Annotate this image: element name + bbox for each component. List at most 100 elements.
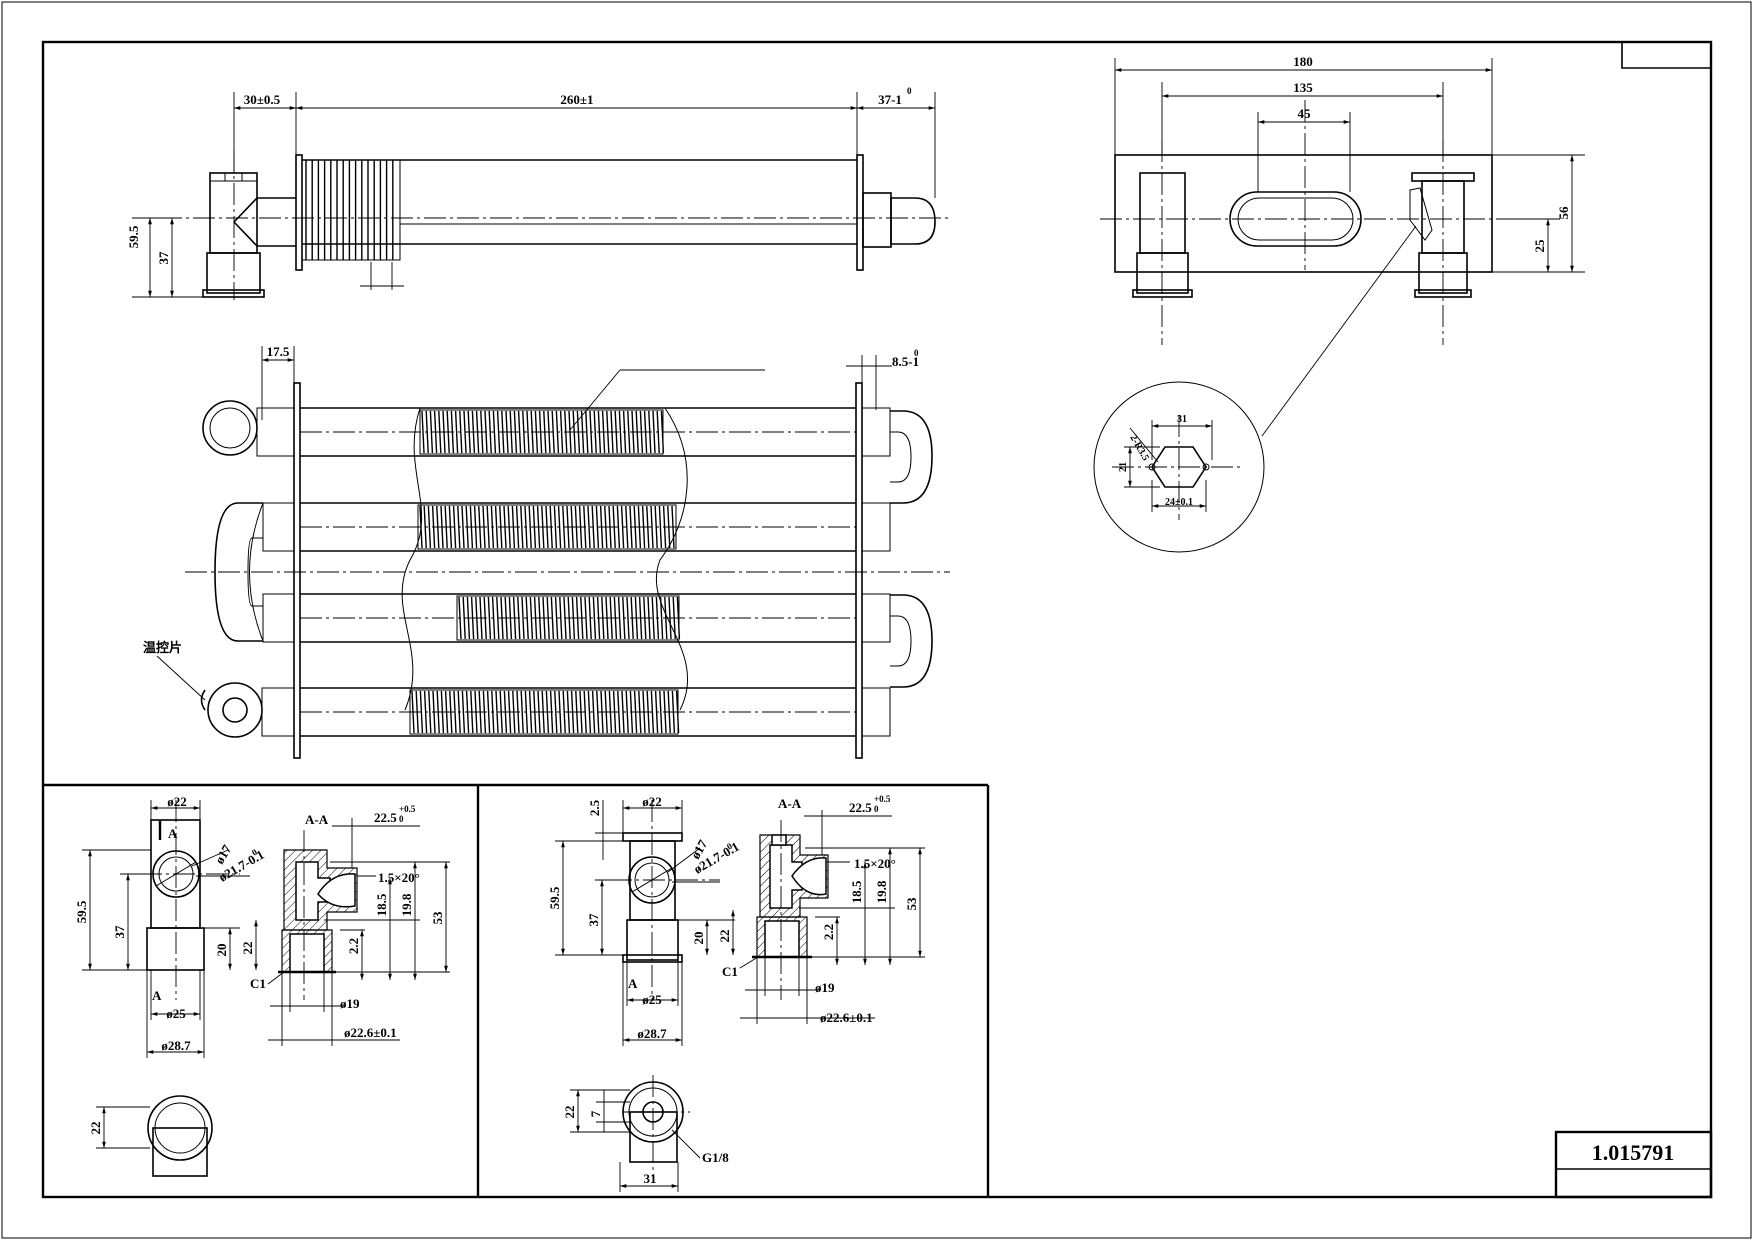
fin-line <box>528 505 532 549</box>
sl-chamfer: 1.5×20° <box>378 870 420 885</box>
sl-d21-7-tol: 0 <box>250 847 259 858</box>
fin-line <box>462 596 466 640</box>
fin-line <box>591 505 595 549</box>
fin-line <box>585 410 589 454</box>
sl-h59-5: 59.5 <box>74 900 89 923</box>
fin-line <box>429 410 434 454</box>
sl-h19-8: 19.8 <box>399 893 414 916</box>
fin-line <box>591 690 596 734</box>
fin-line <box>617 596 622 640</box>
plan-view: 温控片 17.5 8.5-1 0 <box>143 344 950 759</box>
sr-h19-8: 19.8 <box>874 880 889 903</box>
sl-d22: ø22 <box>167 794 187 809</box>
fin-line <box>486 690 491 734</box>
dim-37: 37 <box>156 251 171 265</box>
end-view: 180 135 45 56 25 <box>1100 54 1585 437</box>
sr-d22: ø22 <box>642 794 662 809</box>
fin-line <box>521 596 525 640</box>
fin-line <box>488 410 492 454</box>
sr-mark-a: A <box>628 976 638 991</box>
fin-line <box>453 690 457 734</box>
dim-56: 56 <box>1556 206 1571 220</box>
dim-37-right: 37-1 <box>878 92 902 107</box>
flange-detail: 31 21 2-R3.5 24±0.1 <box>1093 381 1265 553</box>
sr-bottom-31: 31 <box>644 1171 657 1186</box>
fin-line <box>592 596 597 640</box>
fin-line <box>626 596 630 640</box>
fin-line <box>461 505 465 549</box>
sl-d28-7: ø28.7 <box>161 1038 191 1053</box>
sl-h18-5: 18.5 <box>374 893 389 916</box>
fin-line <box>658 505 663 549</box>
fin-line <box>520 505 524 549</box>
dim-180: 180 <box>1293 54 1313 69</box>
section-right: ø22 2.5 ø17 ø21.7-0.1 0 59.5 37 20 22 A … <box>547 794 925 1192</box>
fin-line <box>526 410 530 454</box>
fin-line <box>625 505 629 549</box>
fin-line <box>525 596 529 640</box>
fin-line <box>652 410 656 454</box>
dim-30: 30±0.5 <box>244 92 281 107</box>
sl-h2-2: 2.2 <box>346 938 361 954</box>
sl-aa-label: A-A <box>305 812 329 827</box>
sr-h59-5: 59.5 <box>547 886 562 909</box>
fin-line <box>554 690 558 734</box>
fin-line <box>650 690 655 734</box>
sr-aa-label: A-A <box>778 796 802 811</box>
fin-line <box>452 505 457 549</box>
dim-45: 45 <box>1298 106 1312 121</box>
sec-mark-a-top: A <box>168 826 178 841</box>
sl-d22-5-tol-low: 0 <box>399 814 404 824</box>
sl-h22: 22 <box>240 942 255 955</box>
fin-line <box>660 410 665 454</box>
fin-line <box>559 596 563 640</box>
sr-thread: G1/8 <box>702 1150 729 1165</box>
fin-line <box>496 596 500 640</box>
fin-line <box>618 410 623 454</box>
sl-d19: ø19 <box>340 996 360 1011</box>
fin-line <box>593 410 597 454</box>
fin-line <box>620 505 625 549</box>
flange-dim-24: 24±0.1 <box>1165 497 1193 508</box>
sr-c1: C1 <box>722 964 738 979</box>
sl-h37: 37 <box>112 925 127 939</box>
fin-line <box>520 690 524 734</box>
fin-line <box>554 596 559 640</box>
fin-line <box>625 690 629 734</box>
fin-line <box>522 410 526 454</box>
tube-stub <box>861 593 891 643</box>
fin-line <box>427 505 432 549</box>
sl-h53: 53 <box>430 911 445 925</box>
sr-d22-5-tol-low: 0 <box>874 804 879 814</box>
dim-135: 135 <box>1293 80 1313 95</box>
fin-line <box>492 410 497 454</box>
sl-bottom-22: 22 <box>88 1122 103 1135</box>
tube-stub <box>861 407 891 457</box>
sr-h18-5: 18.5 <box>849 880 864 903</box>
fin-line <box>454 410 459 454</box>
fin-line <box>461 690 466 734</box>
flange-dim-21: 21 <box>1118 462 1129 472</box>
flange-dim-radius: 2-R3.5 <box>1127 433 1151 463</box>
sr-d22-5-tol: +0.5 <box>874 794 891 804</box>
fin-line <box>587 505 591 549</box>
fin-line <box>528 690 533 734</box>
fin-line <box>428 690 432 734</box>
fin-line <box>553 505 558 549</box>
dim-37-right-tol: 0 <box>907 86 912 96</box>
sl-d22-5-tol: +0.5 <box>399 804 416 814</box>
sensor-label: 温控片 <box>143 640 182 655</box>
sr-d22-5: 22.5 <box>849 800 872 815</box>
sr-d22-6: ø22.6±0.1 <box>820 1010 873 1025</box>
fin-line <box>587 690 592 734</box>
dim-260: 260±1 <box>560 92 593 107</box>
fin-line <box>419 690 424 734</box>
tube-stub <box>861 502 891 552</box>
sr-d28-7: ø28.7 <box>637 1026 667 1041</box>
sl-h20: 20 <box>214 944 229 957</box>
fin-line <box>659 690 663 734</box>
fin-line <box>494 505 499 549</box>
fin-line <box>551 410 555 454</box>
